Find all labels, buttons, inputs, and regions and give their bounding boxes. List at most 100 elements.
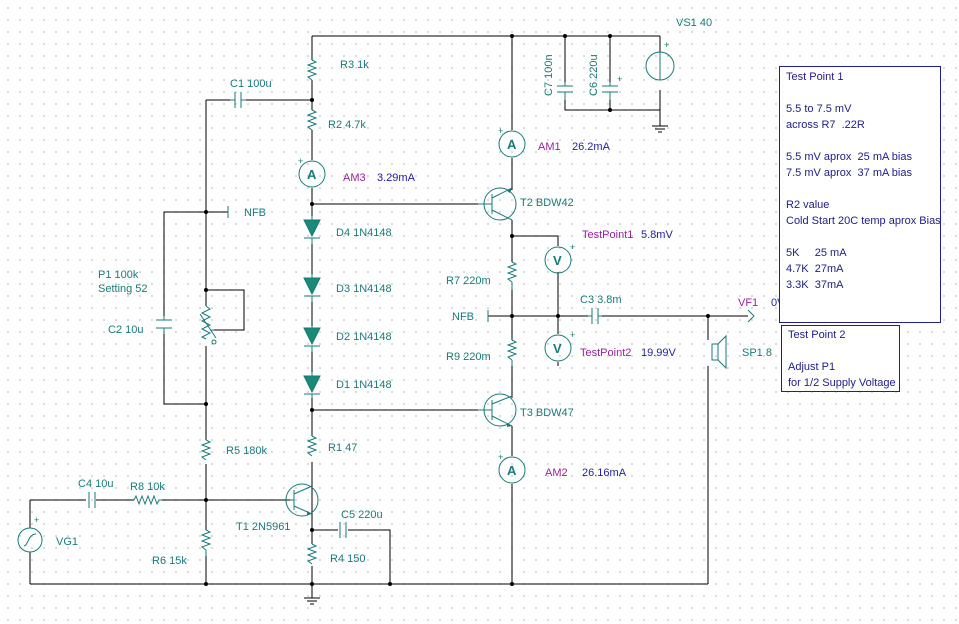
ammeter-am2[interactable]: A +	[498, 452, 526, 484]
label-c6: C6 220u	[588, 54, 600, 96]
svg-text:A: A	[307, 167, 317, 182]
probe-vf1-icon	[747, 309, 755, 323]
value-am1: 26.2mA	[572, 141, 611, 153]
label-r2: R2 4.7k	[328, 119, 366, 131]
resistor-r4[interactable]	[306, 543, 318, 565]
note1-line: 5.5 to 7.5 mV	[786, 103, 852, 115]
label-tp1: TestPoint1	[582, 229, 633, 241]
note-test-point-2: Test Point 2 Adjust P1 for 1/2 Supply Vo…	[781, 325, 900, 392]
capacitor-c7[interactable]	[557, 82, 573, 100]
label-c1: C1 100u	[230, 78, 272, 90]
signal-generator-vg1[interactable]: +	[17, 515, 43, 553]
diode-d4[interactable]	[303, 216, 321, 244]
note1-line: 5K 25 mA	[786, 247, 847, 259]
note1-line: R2 value	[786, 199, 830, 211]
label-nfb-mid: NFB	[452, 311, 474, 323]
label-am3: AM3	[343, 172, 366, 184]
diode-d3[interactable]	[303, 274, 321, 302]
value-am2: 26.16mA	[582, 467, 627, 479]
transistor-t2[interactable]	[478, 187, 517, 221]
label-d1: D1 1N4148	[336, 379, 392, 391]
label-c4: C4 10u	[78, 478, 113, 490]
transistor-t1[interactable]	[285, 462, 319, 530]
capacitor-c6[interactable]: +	[602, 74, 622, 100]
svg-text:+: +	[664, 40, 669, 50]
note1-line	[786, 133, 940, 149]
label-d2: D2 1N4148	[336, 331, 392, 343]
note1-line: 7.5 mV aprox 37 mA bias	[786, 167, 912, 179]
label-r8: R8 10k	[130, 481, 165, 493]
note2-line	[788, 343, 899, 359]
label-p1-setting: Setting 52	[98, 283, 148, 295]
note1-line: across R7 .22R	[786, 119, 865, 131]
label-d4: D4 1N4148	[336, 227, 392, 239]
note1-line	[786, 181, 940, 197]
label-t3: T3 BDW47	[520, 407, 574, 419]
label-vs1: VS1 40	[676, 17, 712, 29]
label-nfb-top: NFB	[244, 207, 266, 219]
voltmeter-tp1[interactable]: V +	[544, 242, 575, 274]
label-vg1: VG1	[56, 536, 78, 548]
resistor-r9[interactable]	[506, 339, 518, 366]
label-r5: R5 180k	[226, 445, 267, 457]
svg-text:+: +	[570, 330, 575, 340]
svg-text:+: +	[570, 242, 575, 252]
label-r4: R4 150	[330, 553, 365, 565]
transistor-t3[interactable]	[478, 393, 517, 427]
label-d3: D3 1N4148	[336, 283, 392, 295]
note2-line: Test Point 2	[788, 329, 846, 341]
resistor-r1[interactable]	[306, 435, 318, 457]
capacitor-c1[interactable]	[230, 92, 246, 108]
note1-line: 4.7K 27mA	[786, 263, 844, 275]
ground-icon	[304, 125, 668, 605]
diode-d2[interactable]	[303, 326, 321, 352]
plus-icon: +	[617, 74, 622, 84]
note-test-point-1: Test Point 1 5.5 to 7.5 mV across R7 .22…	[779, 66, 941, 323]
note1-line	[786, 85, 940, 101]
label-vf1: VF1	[738, 297, 758, 309]
diode-d1[interactable]	[303, 372, 321, 398]
note2-line: for 1/2 Supply Voltage	[788, 377, 896, 389]
ammeter-am3[interactable]: A +	[298, 156, 326, 188]
capacitor-c2[interactable]	[156, 316, 172, 334]
voltage-source-vs1[interactable]: +	[645, 40, 675, 81]
label-r3: R3 1k	[340, 59, 369, 71]
value-tp1: 5.8mV	[641, 229, 673, 241]
capacitor-c4[interactable]	[88, 492, 96, 508]
svg-text:V: V	[553, 341, 562, 356]
capacitor-c5[interactable]	[339, 522, 347, 538]
value-am3: 3.29mA	[377, 172, 416, 184]
label-t1: T1 2N5961	[236, 521, 290, 533]
label-c2: C2 10u	[108, 324, 143, 336]
label-r1: R1 47	[328, 442, 357, 454]
svg-text:A: A	[507, 463, 517, 478]
resistor-r7[interactable]	[506, 261, 518, 290]
label-c7: C7 100n	[543, 54, 555, 96]
resistor-r5[interactable]	[200, 439, 212, 461]
resistor-r3[interactable]	[306, 59, 318, 81]
ammeter-am1[interactable]: A +	[498, 126, 526, 158]
component-labels: R3 1k R2 4.7k C1 100u AM3 3.29mA NFB P1 …	[56, 17, 785, 567]
label-r7: R7 220m	[446, 275, 491, 287]
note1-line: Cold Start 20C temp aprox Bias	[786, 215, 941, 227]
svg-text:+: +	[498, 452, 503, 462]
voltmeter-tp2[interactable]: V +	[544, 330, 575, 362]
capacitor-c3[interactable]	[588, 308, 602, 324]
note1-line: 3.3K 37mA	[786, 279, 844, 291]
junction-dots	[204, 34, 710, 586]
resistor-r8[interactable]	[133, 494, 162, 506]
resistor-r2[interactable]	[306, 109, 318, 131]
note1-line	[786, 229, 940, 245]
svg-text:+: +	[298, 156, 303, 166]
label-p1: P1 100k	[98, 269, 139, 281]
note1-line: 5.5 mV aprox 25 mA bias	[786, 151, 912, 163]
speaker-sp1[interactable]	[711, 334, 727, 370]
note1-line: Test Point 1	[786, 71, 844, 83]
label-am2: AM2	[545, 467, 568, 479]
label-t2: T2 BDW42	[520, 197, 574, 209]
svg-text:V: V	[553, 253, 562, 268]
resistor-r6[interactable]	[200, 529, 212, 556]
potentiometer-p1[interactable]	[199, 305, 217, 345]
label-r9: R9 220m	[446, 351, 491, 363]
